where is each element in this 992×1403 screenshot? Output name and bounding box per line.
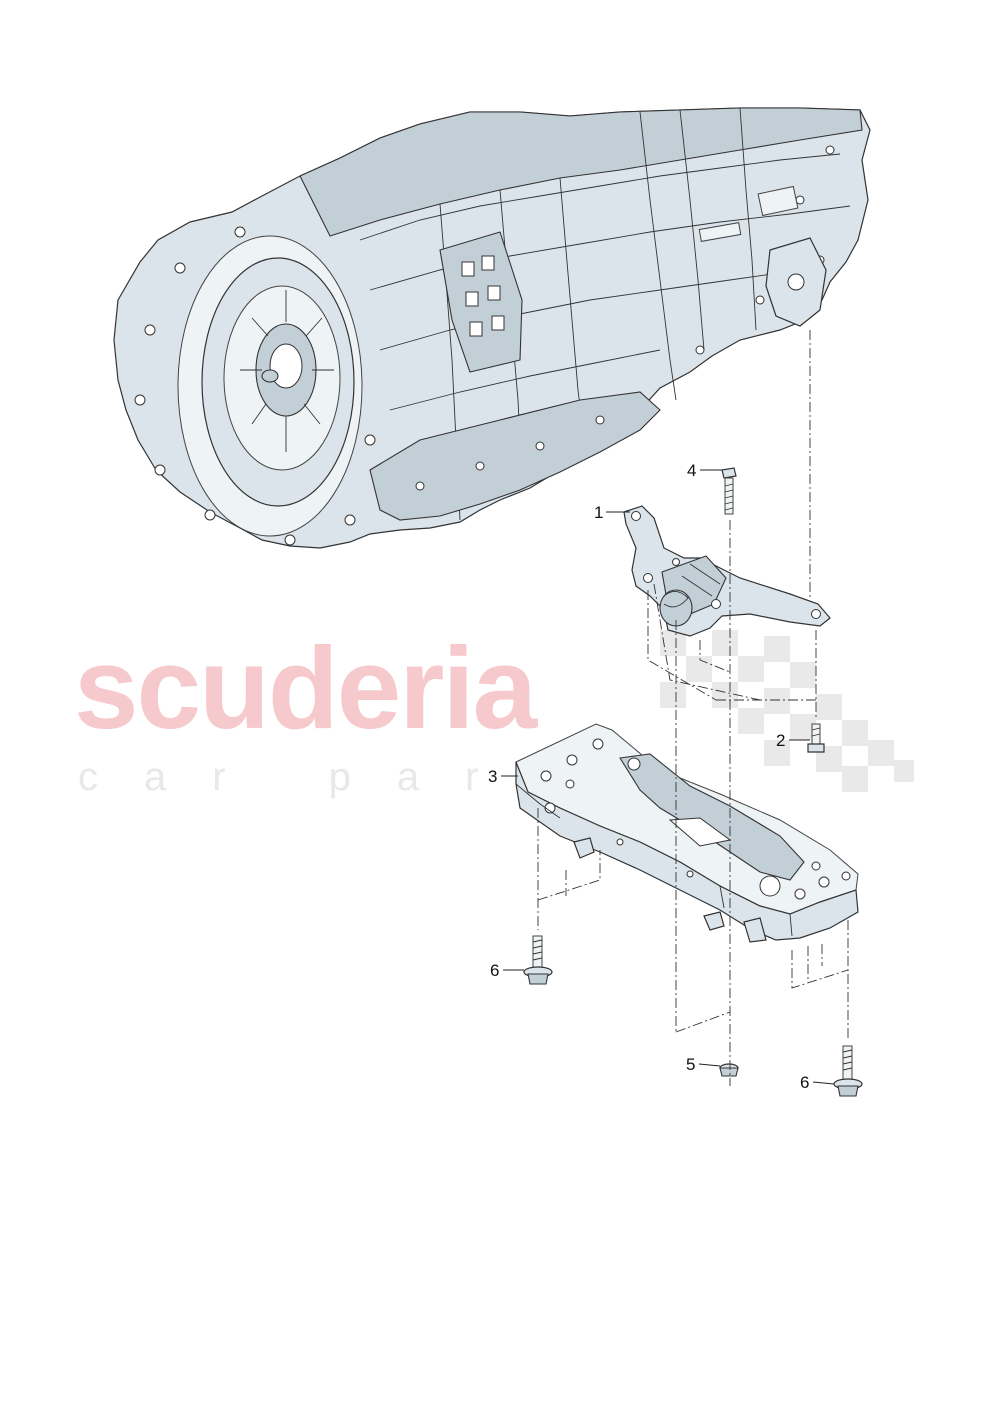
- callout-1: 1: [594, 503, 630, 522]
- callout-6-right: 6: [800, 1073, 835, 1092]
- part-1-mount-bracket: [623, 505, 831, 637]
- callout-label: 1: [594, 503, 603, 522]
- watermark-subtext: car par: [78, 755, 525, 799]
- callout-3: 3: [488, 767, 518, 786]
- callout-label: 6: [800, 1073, 809, 1092]
- callout-label: 2: [776, 731, 785, 750]
- transmission-assembly: [113, 107, 871, 549]
- callout-label: 3: [488, 767, 497, 786]
- callout-label: 4: [687, 461, 696, 480]
- assembly-lines: [537, 330, 849, 1086]
- callout-6-left: 6: [490, 961, 524, 980]
- callout-label: 5: [686, 1055, 695, 1074]
- part-5-nut: [719, 1063, 739, 1077]
- watermark-flag-icon: [660, 630, 914, 792]
- callout-label: 6: [490, 961, 499, 980]
- part-2-bolt: [807, 723, 825, 753]
- part-4-bolt: [721, 467, 737, 515]
- watermark-text: scuderia: [74, 623, 539, 753]
- part-3-crossmember: [515, 723, 859, 943]
- callout-5: 5: [686, 1055, 721, 1074]
- part-6-bolt-left: [523, 935, 553, 985]
- part-6-bolt-right: [833, 1045, 863, 1097]
- callout-2: 2: [776, 731, 810, 750]
- callout-4: 4: [687, 461, 722, 480]
